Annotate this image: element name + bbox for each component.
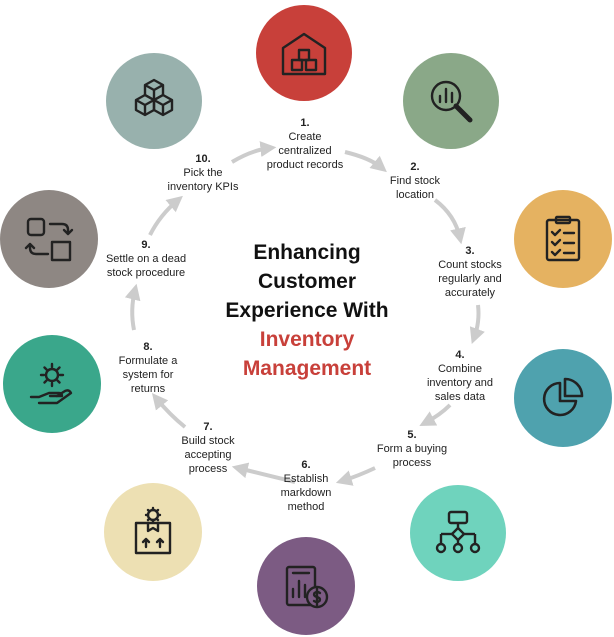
title-accent-line: Inventory: [259, 328, 355, 351]
step-number: 9.: [141, 239, 151, 251]
step-text: inventory and: [426, 377, 494, 389]
step-text: method: [287, 501, 325, 513]
arrow-10-1: [230, 141, 277, 164]
step-number: 7.: [203, 421, 213, 433]
step-text: system for: [122, 369, 174, 381]
arrow-5-6: [335, 466, 376, 486]
step-text: centralized: [278, 145, 332, 157]
arrow-2-3: [433, 198, 466, 245]
step-text: Settle on a dead: [105, 253, 187, 265]
arrow-4-5: [419, 403, 452, 427]
box-gear-icon: [134, 506, 172, 555]
arrow-3-4: [469, 304, 485, 344]
step-text: Formulate a: [118, 355, 178, 367]
step-2: 2. Find stock location: [378, 160, 452, 202]
cubes-icon: [134, 78, 174, 117]
title-line: Enhancing: [253, 241, 361, 264]
step-number: 10.: [195, 153, 211, 165]
step-1: 1. Create centralized product records: [250, 116, 360, 172]
title-line: Experience With: [225, 299, 389, 322]
circle-1: [256, 5, 352, 101]
step-5: 5. Form a buying process: [364, 428, 460, 470]
circle-4: [514, 349, 612, 447]
arrow-8-9: [124, 283, 141, 331]
title-line: Customer: [257, 270, 357, 293]
step-text: Count stocks: [438, 259, 502, 271]
circle-5: [410, 485, 506, 581]
financial-report-icon: [285, 565, 329, 609]
circle-6: [257, 537, 355, 635]
step-text: returns: [130, 383, 166, 395]
shapes-swap-icon: [24, 217, 74, 262]
step-text: accepting: [184, 449, 232, 461]
circle-3: [514, 190, 612, 288]
arrow-6-7: [231, 462, 296, 484]
arrow-1-2: [344, 150, 387, 173]
flowchart-icon: [435, 510, 481, 554]
circle-10: [106, 53, 202, 149]
diagram-title: Enhancing Customer Experience With Inven…: [187, 238, 427, 383]
step-number: 6.: [301, 459, 311, 471]
step-text: accurately: [444, 287, 496, 299]
circle-8: [3, 335, 101, 433]
step-3: 3. Count stocks regularly and accurately: [425, 244, 515, 300]
circle-7: [104, 483, 202, 581]
step-text: process: [392, 457, 432, 469]
step-text: Find stock: [389, 175, 441, 187]
step-text: product records: [266, 159, 344, 171]
arrow-9-10: [148, 195, 183, 236]
magnifier-chart-icon: [430, 80, 473, 123]
step-text: inventory KPIs: [167, 181, 239, 193]
step-text: location: [396, 189, 434, 201]
step-text: regularly and: [438, 273, 502, 285]
hand-gear-icon: [29, 362, 73, 405]
step-10: 10. Pick the inventory KPIs: [158, 152, 248, 194]
step-number: 2.: [410, 161, 420, 173]
circle-9: [0, 190, 98, 288]
pie-chart-icon: [542, 377, 584, 417]
step-text: process: [188, 463, 228, 475]
step-text: stock procedure: [106, 267, 186, 279]
step-text: Combine: [437, 363, 483, 375]
step-text: Pick the: [183, 167, 223, 179]
circle-2: [403, 53, 499, 149]
warehouse-icon: [281, 32, 327, 76]
step-number: 4.: [455, 349, 465, 361]
step-number: 1.: [300, 117, 310, 129]
step-text: Establish: [283, 473, 329, 485]
step-4: 4. Combine inventory and sales data: [418, 348, 502, 404]
step-number: 5.: [407, 429, 417, 441]
step-9: 9. Settle on a dead stock procedure: [96, 238, 196, 280]
title-accent-line: Management: [242, 357, 372, 380]
step-text: markdown: [280, 487, 332, 499]
step-text: Build stock: [181, 435, 235, 447]
step-number: 3.: [465, 245, 475, 257]
step-number: 8.: [143, 341, 153, 353]
step-text: Create: [288, 131, 322, 143]
step-text: sales data: [434, 391, 486, 403]
clipboard-checklist-icon: [545, 215, 581, 262]
arrow-7-8: [151, 393, 187, 429]
step-7: 7. Build stock accepting process: [168, 420, 248, 476]
step-text: Form a buying: [376, 443, 448, 455]
step-6: 6. Establish markdown method: [266, 458, 346, 514]
step-8: 8. Formulate a system for returns: [108, 340, 188, 396]
